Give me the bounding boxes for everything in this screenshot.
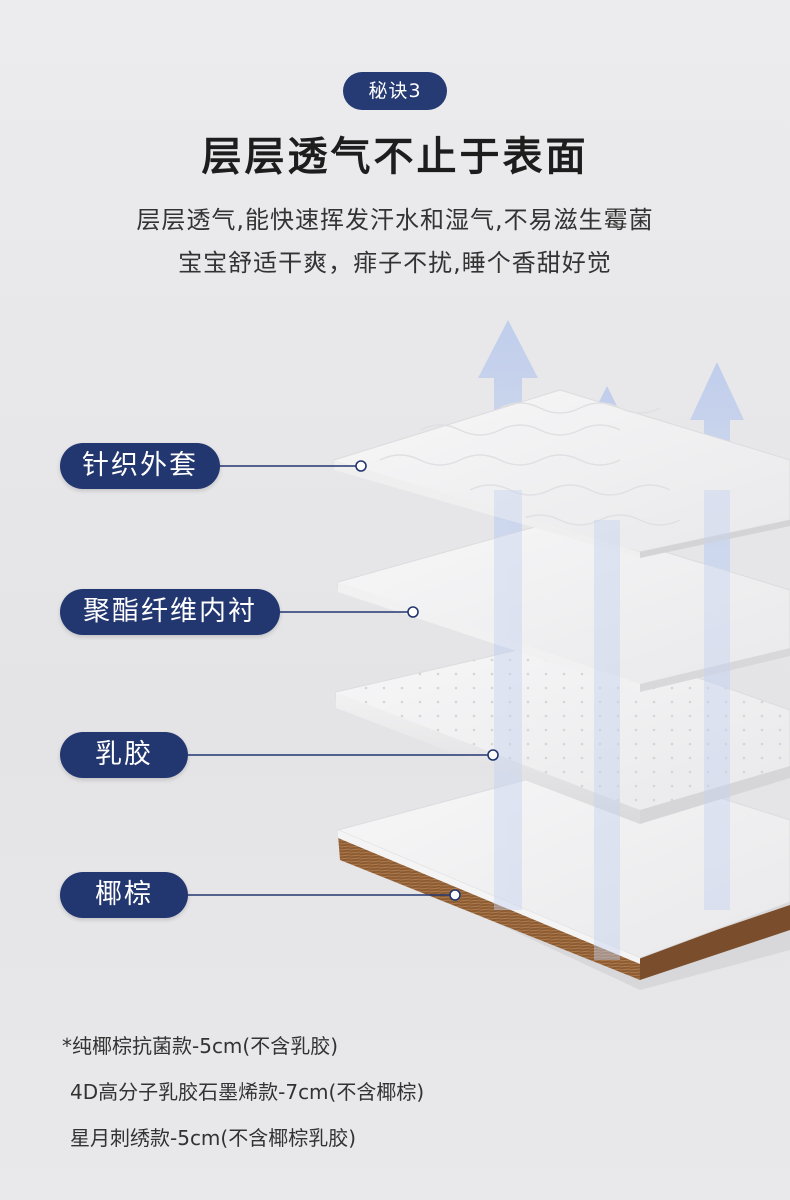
layer-label-polyester: 聚酯纤维内衬	[60, 589, 280, 635]
tip-badge: 秘诀3	[343, 72, 447, 110]
note-item: *纯椰棕抗菌款-5cm(不含乳胶)	[62, 1034, 339, 1058]
mattress-layers-illustration	[186, 320, 790, 990]
layer-diagram: 针织外套 聚酯纤维内衬 乳胶 椰棕	[0, 290, 790, 1010]
knit-cover-layer	[333, 389, 790, 558]
layer-label-coir: 椰棕	[60, 872, 188, 918]
subtitle-line-1: 层层透气,能快速挥发汗水和湿气,不易滋生霉菌	[136, 206, 654, 234]
airflow-arrows-front	[494, 490, 730, 960]
layer-label-latex: 乳胶	[60, 732, 188, 778]
note-item: 星月刺绣款-5cm(不含椰棕乳胶)	[70, 1126, 357, 1150]
section-title: 层层透气不止于表面	[201, 134, 589, 180]
layer-label-knit: 针织外套	[60, 443, 220, 489]
note-item: 4D高分子乳胶石墨烯款-7cm(不含椰棕)	[70, 1080, 425, 1104]
subtitle-line-2: 宝宝舒适干爽，痱子不扰,睡个香甜好觉	[178, 249, 612, 277]
layer-connectors	[186, 460, 499, 901]
